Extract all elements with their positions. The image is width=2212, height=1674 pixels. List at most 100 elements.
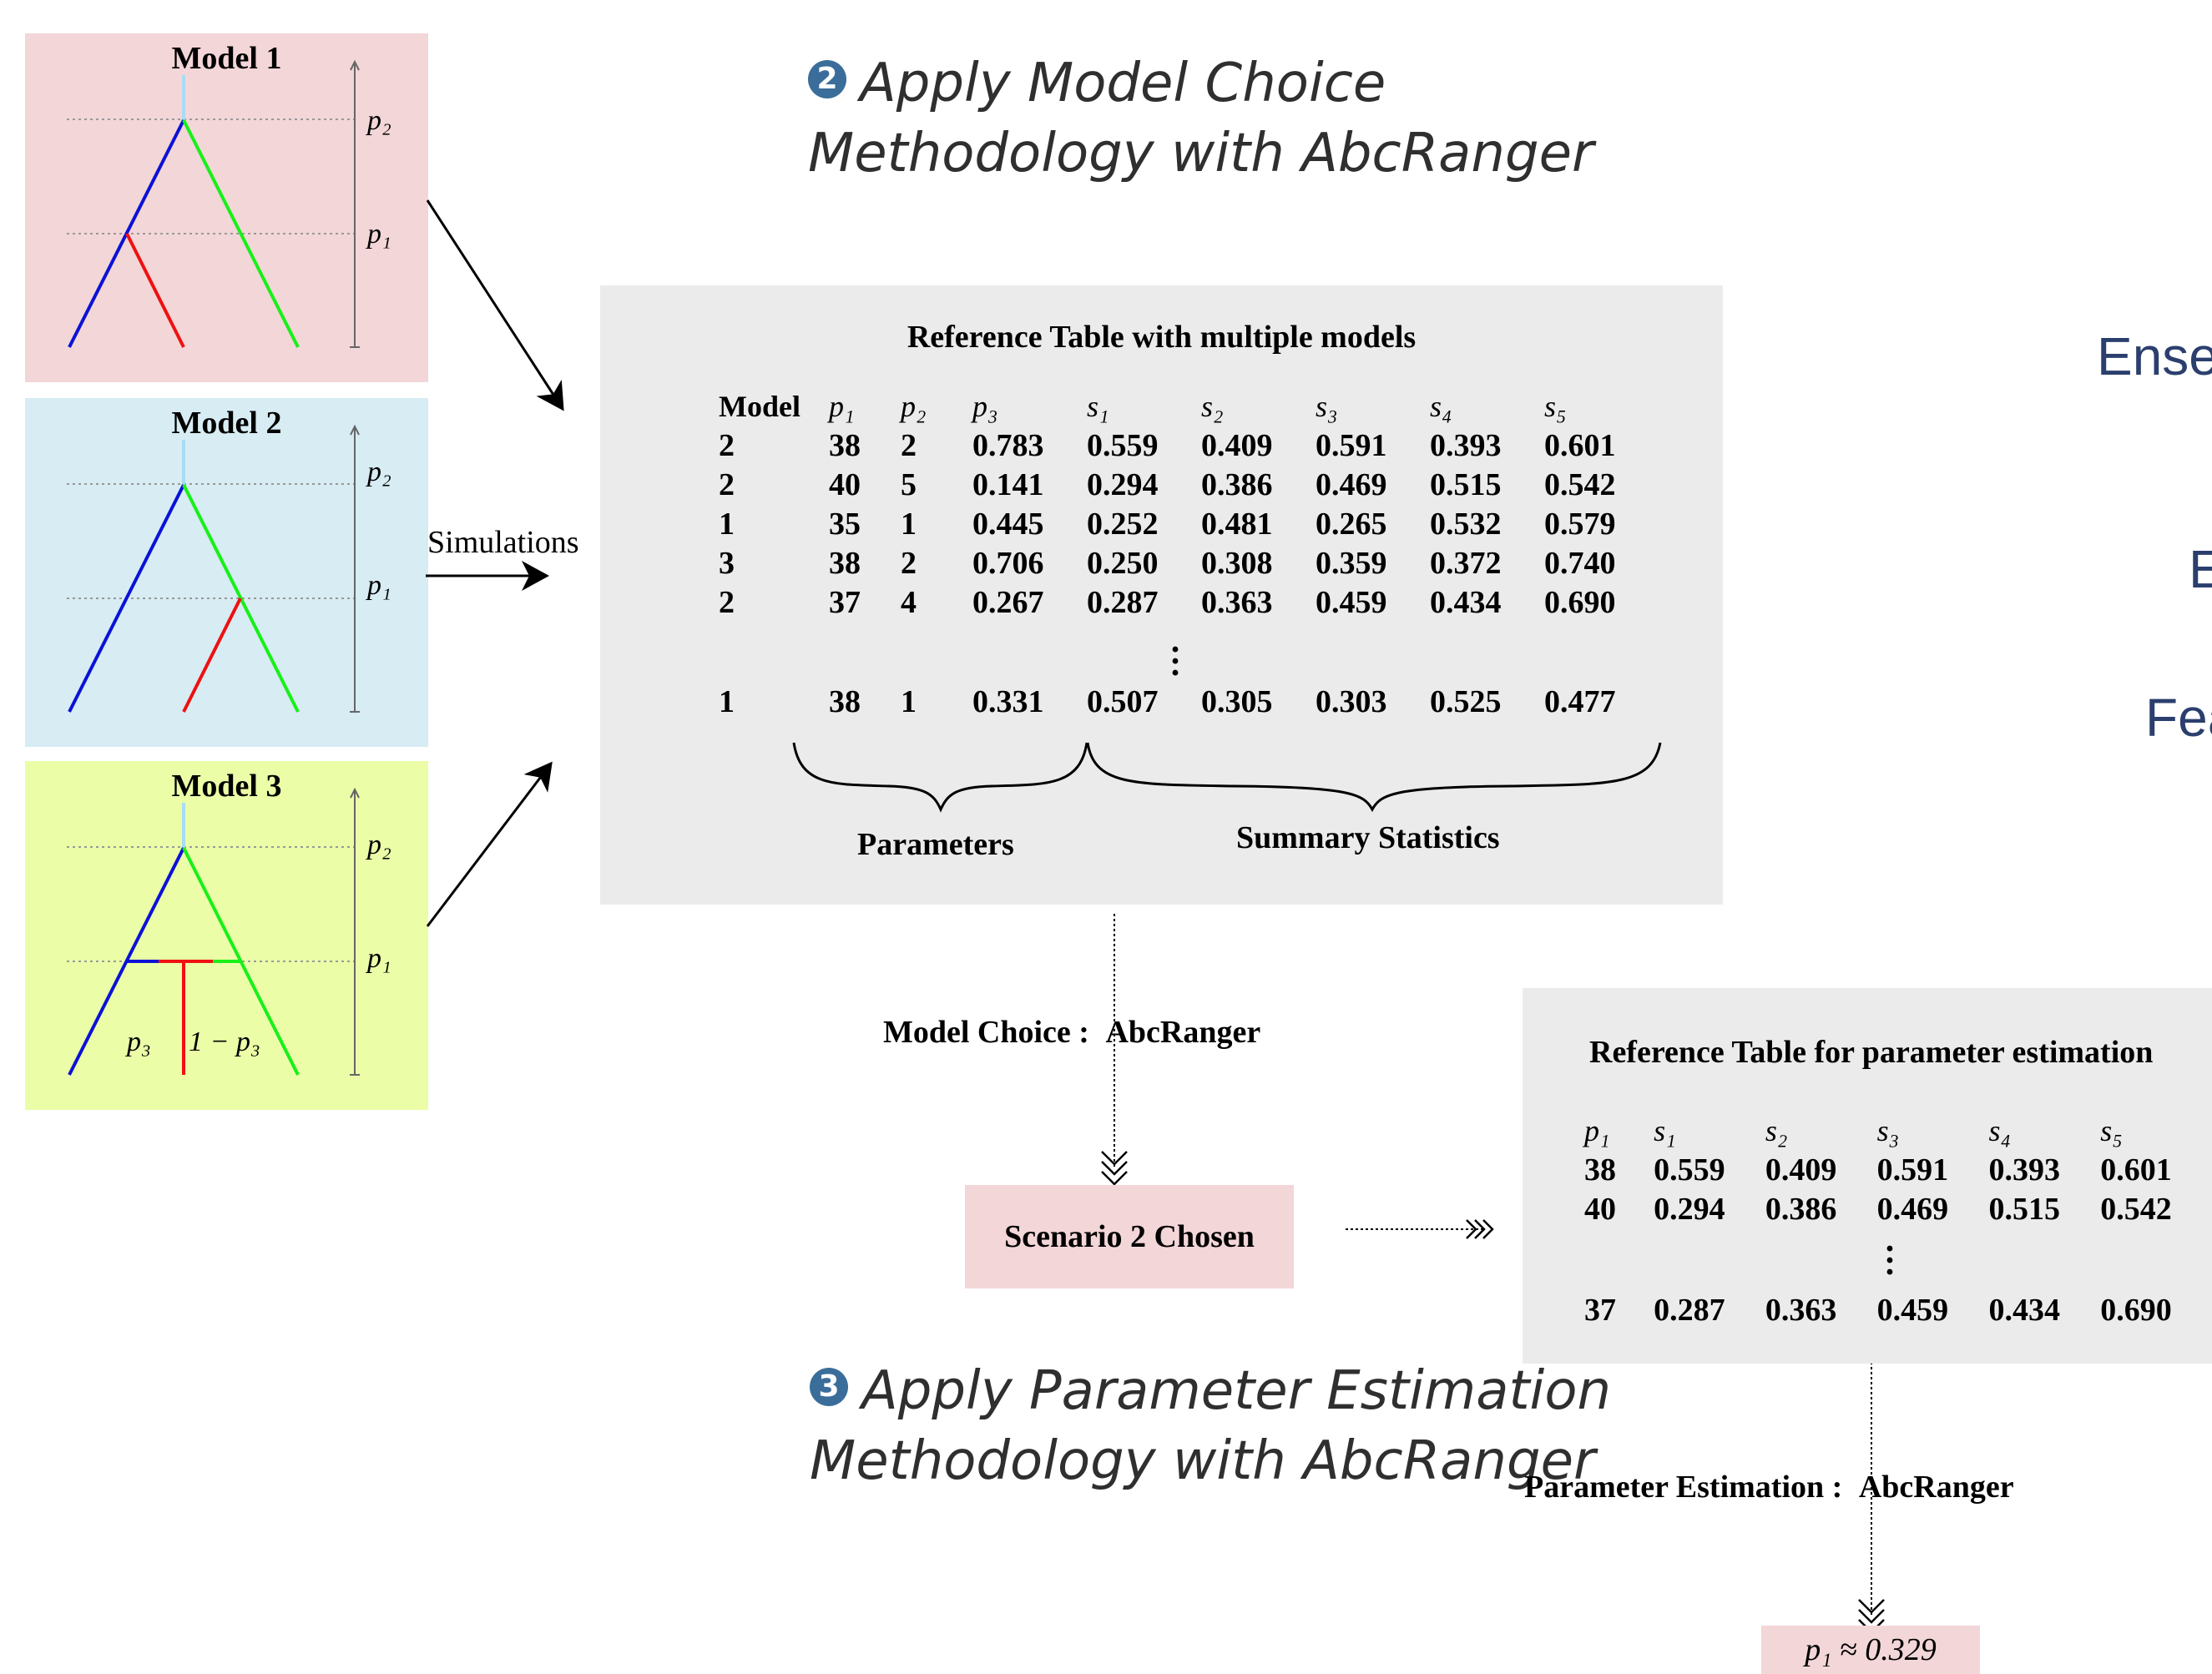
header-p3: p₃ xyxy=(972,390,998,423)
table-cell: 0.459 xyxy=(1876,1292,1949,1328)
table-cell: 0.393 xyxy=(1430,427,1502,463)
model-choice-label-left: Model Choice : xyxy=(883,1015,1089,1050)
result-box: p₁ ≈ 0.329 xyxy=(1761,1626,1980,1674)
table-cell: 0.525 xyxy=(1430,683,1502,719)
step3-line2: Methodology with AbcRanger xyxy=(810,1430,1596,1492)
table-cell: 0.434 xyxy=(1988,1292,2060,1328)
table-cell: 4 xyxy=(901,584,917,620)
table-cell: 1 xyxy=(901,683,917,719)
scenario-chosen-box: Scenario 2 Chosen xyxy=(965,1185,1294,1288)
table-cell: 38 xyxy=(1584,1152,1616,1187)
table-cell: 1 xyxy=(901,506,917,542)
table-cell: 37 xyxy=(829,584,861,620)
table-cell: 0.690 xyxy=(2100,1292,2172,1328)
ref-table-multi-title: Reference Table with multiple models xyxy=(907,320,1417,355)
step3-heading: 3 Apply Parameter Estimation Methodology … xyxy=(810,1356,1611,1496)
table-cell: 0.305 xyxy=(1201,683,1273,719)
brace-group xyxy=(792,742,1662,813)
header-s4: s₄ xyxy=(1430,390,1452,423)
model-1-panel: Model 1 p₂ p₁ xyxy=(25,33,428,382)
ref-table-multi-panel: Reference Table with multiple models Mod… xyxy=(600,285,1723,905)
table-cell: 0.363 xyxy=(1765,1292,1837,1328)
table-cell: 40 xyxy=(1584,1191,1616,1227)
ref-table-param-panel: Reference Table for parameter estimation… xyxy=(1523,988,2212,1364)
table-cell: 35 xyxy=(829,506,861,542)
model-3-p2-label: p₂ xyxy=(367,829,391,860)
model-3-one-minus-p3-label: 1 − p₃ xyxy=(189,1026,260,1057)
table-cell: 0.287 xyxy=(1087,584,1159,620)
brace-label-summary-statistics: Summary Statistics xyxy=(1236,820,1500,855)
table-cell: 0.740 xyxy=(1544,545,1616,581)
header-model: Model xyxy=(719,390,800,423)
table-cell: 0.294 xyxy=(1654,1191,1725,1227)
scenario-chosen-label: Scenario 2 Chosen xyxy=(1004,1219,1255,1254)
table-cell: 0.481 xyxy=(1201,506,1273,542)
table-cell: 0.303 xyxy=(1316,683,1387,719)
table-cell: 0.459 xyxy=(1316,584,1387,620)
table-cell: 0.141 xyxy=(972,466,1044,502)
header-s3: s₃ xyxy=(1316,390,1338,423)
table-header-row: p₁ s₁ s₂ s₃ s₄ s₅ xyxy=(1584,1112,2212,1150)
header-s3: s₃ xyxy=(1876,1114,1900,1147)
table-cell: 1 xyxy=(719,506,735,542)
model-3-p1-label: p₁ xyxy=(367,943,391,974)
param-estimation-label-left: Parameter Estimation : xyxy=(1524,1470,1843,1505)
simulations-label: Simulations xyxy=(427,525,579,560)
table-cell: 3 xyxy=(719,545,735,581)
table-row-last: 1 38 1 0.331 0.507 0.305 0.303 0.525 0.477 xyxy=(719,682,1659,721)
table-cell: 0.393 xyxy=(1988,1152,2060,1187)
model-2-p1-label: p₁ xyxy=(367,570,391,601)
table-cell: 0.559 xyxy=(1654,1152,1725,1187)
table-cell: 0.469 xyxy=(1316,466,1387,502)
table-ellipsis-row xyxy=(1584,1228,2212,1290)
step3-line1: Apply Parameter Estimation xyxy=(861,1360,1612,1422)
table-cell: 0.372 xyxy=(1430,545,1502,581)
table-cell: 0.308 xyxy=(1201,545,1273,581)
table-cell: 37 xyxy=(1584,1292,1616,1328)
header-s4: s₄ xyxy=(1988,1114,2011,1147)
table-cell: 0.331 xyxy=(972,683,1044,719)
table-cell: 0.409 xyxy=(1765,1152,1837,1187)
table-cell: 0.507 xyxy=(1087,683,1159,719)
model-choice-label: Model Choice : AbcRanger xyxy=(883,1014,1260,1051)
table-cell: 2 xyxy=(901,427,917,463)
table-cell: 5 xyxy=(901,466,917,502)
table-cell: 38 xyxy=(829,683,861,719)
model-1-title: Model 1 xyxy=(171,41,282,76)
side-text-1: Ense xyxy=(2097,326,2212,386)
table-cell: 0.690 xyxy=(1544,584,1616,620)
table-cell: 0.409 xyxy=(1201,427,1273,463)
table-cell: 0.294 xyxy=(1087,466,1159,502)
table-cell: 0.363 xyxy=(1201,584,1273,620)
param-estimation-label: Parameter Estimation : AbcRanger xyxy=(1524,1469,2014,1505)
table-cell: 0.469 xyxy=(1876,1191,1949,1227)
table-cell: 0.542 xyxy=(2100,1191,2172,1227)
step2-badge: 2 xyxy=(808,60,846,99)
step3-badge: 3 xyxy=(810,1368,848,1407)
model-2-tree xyxy=(67,424,360,713)
table-cell: 0.579 xyxy=(1544,506,1616,542)
table-cell: 0.477 xyxy=(1544,683,1616,719)
table-cell: 0.601 xyxy=(1544,427,1616,463)
model-3-p3-label: p₃ xyxy=(127,1026,151,1057)
table-cell: 0.591 xyxy=(1316,427,1387,463)
header-p2: p₂ xyxy=(901,390,927,423)
header-p1: p₁ xyxy=(1584,1114,1610,1147)
table-cell: 0.359 xyxy=(1316,545,1387,581)
table-cell: 0.267 xyxy=(972,584,1044,620)
table-cell: 0.250 xyxy=(1087,545,1159,581)
model-3-tree xyxy=(67,787,360,1076)
header-p1: p₁ xyxy=(829,390,855,423)
table-cell: 1 xyxy=(719,683,735,719)
table-cell: 38 xyxy=(829,545,861,581)
model-1-p1-label: p₁ xyxy=(367,219,391,250)
table-vertical-ellipsis: ··· xyxy=(1884,1230,1896,1292)
header-s5: s₅ xyxy=(1544,390,1567,423)
table-cell: 0.559 xyxy=(1087,427,1159,463)
table-cell: 2 xyxy=(901,545,917,581)
